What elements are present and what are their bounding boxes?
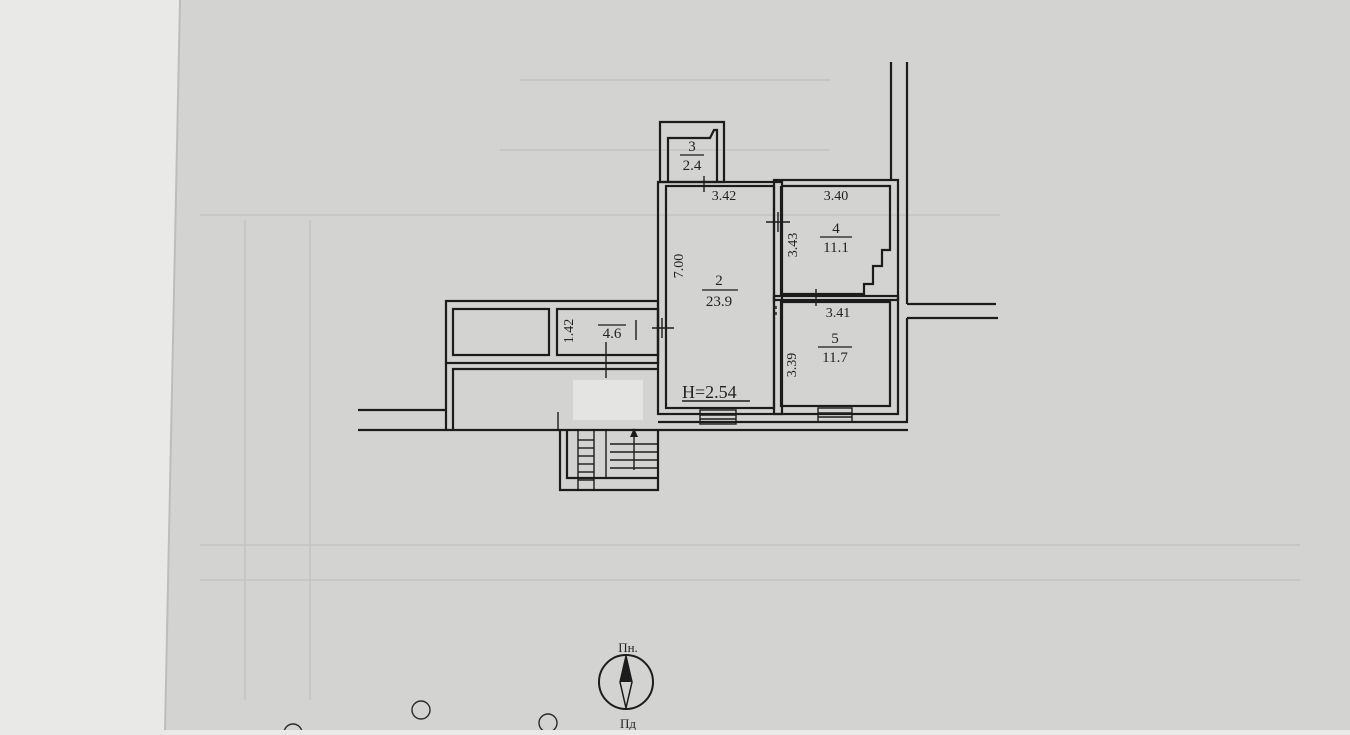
- faded-form-lines: [200, 79, 1300, 700]
- dimension-room-5-top: 3.41: [826, 306, 851, 321]
- blank-patch: [573, 380, 643, 420]
- dimension-room-1-side: 1.42: [562, 319, 577, 344]
- room-1-area: 4.6: [603, 326, 622, 342]
- dimension-room-5-side: 3.39: [785, 353, 800, 378]
- room-2-outer-wall: [656, 180, 784, 416]
- dimension-room-2-side: 7.00: [672, 254, 687, 279]
- compass: Пн. Пд: [598, 640, 654, 731]
- room-3-label: 3 2.4: [680, 139, 704, 174]
- room-5-label: 5 11.7: [818, 331, 852, 366]
- room-5-outer-wall: [772, 294, 900, 416]
- axis-marker-1: [411, 700, 431, 720]
- room-4-inner-wall: [779, 184, 892, 296]
- room-5-inner-wall: [779, 300, 892, 408]
- compass-north-label: Пн.: [618, 640, 638, 655]
- room-1-label: 4.6: [598, 324, 626, 342]
- window-room-5: [817, 407, 853, 423]
- room-4-area: 11.1: [823, 240, 849, 256]
- ceiling-height: H=2.54: [682, 382, 737, 402]
- paper-edge: [164, 0, 181, 731]
- dimension-room-4-side: 3.43: [786, 233, 801, 258]
- room-3-inner-wall: [666, 128, 719, 182]
- paper-sheet: [165, 0, 1350, 730]
- outer-wall-right-lower: [900, 318, 909, 424]
- staircase: [557, 412, 660, 492]
- room-4-label: 4 11.1: [820, 221, 852, 256]
- dimension-room-4-top: 3.40: [824, 189, 849, 204]
- room-2-area: 23.9: [706, 294, 732, 310]
- room-3-area: 2.4: [683, 158, 702, 174]
- door-marks: [605, 176, 817, 378]
- room-4-outer-wall: [772, 178, 900, 302]
- compass-ring: [598, 654, 654, 710]
- room-2-label: 2 23.9: [702, 273, 738, 310]
- compass-south-label: Пд: [620, 716, 636, 730]
- room-4-number: 4: [832, 221, 840, 237]
- room-1-inner-wall: [555, 307, 660, 357]
- entry-inner-wall: [451, 367, 658, 430]
- dimension-room-2-top: 3.42: [712, 189, 737, 204]
- room-5-area: 11.7: [822, 350, 848, 366]
- window-room-2: [699, 409, 737, 425]
- room-2-number: 2: [715, 273, 723, 289]
- room-3-number: 3: [688, 139, 696, 155]
- room-5-number: 5: [831, 331, 839, 347]
- left-closet-wall: [451, 307, 551, 357]
